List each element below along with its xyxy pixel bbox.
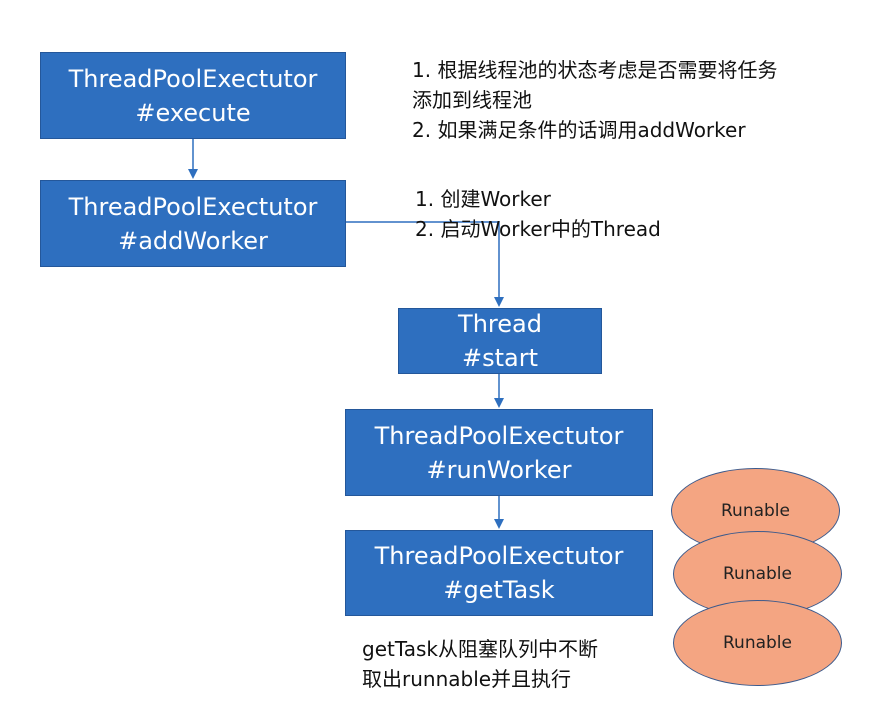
execute-box: ThreadPoolExectutor #execute: [40, 52, 346, 139]
gettask-note-line-1: getTask从阻塞队列中不断: [362, 637, 599, 661]
arrow-addworker-to-thread-start: [346, 221, 504, 307]
addworker-box-title: ThreadPoolExectutor: [68, 192, 318, 221]
execute-note-line-1: 1. 根据线程池的状态考虑是否需要将任务: [412, 58, 778, 82]
runnable-queue-item-label: Runable: [723, 564, 792, 584]
thread-start-box-title: Thread: [458, 310, 542, 338]
execute-box-title: ThreadPoolExectutor: [68, 64, 318, 93]
gettask-note-line-2: 取出runnable并且执行: [362, 667, 572, 691]
execute-note: 1. 根据线程池的状态考虑是否需要将任务 添加到线程池 2. 如果满足条件的话调…: [412, 55, 777, 145]
gettask-box-title: ThreadPoolExectutor: [374, 542, 624, 570]
addworker-box-method: #addWorker: [118, 226, 268, 255]
execute-box-method: #execute: [135, 98, 251, 127]
addworker-note: 1. 创建Worker 2. 启动Worker中的Thread: [415, 184, 661, 244]
runnable-queue-item-label: Runable: [721, 501, 790, 521]
gettask-box-method: #getTask: [443, 576, 555, 604]
execute-note-line-3: 2. 如果满足条件的话调用addWorker: [412, 118, 746, 142]
execute-note-line-2: 添加到线程池: [412, 88, 532, 112]
addworker-box: ThreadPoolExectutor #addWorker: [40, 180, 346, 267]
thread-start-box-method: #start: [461, 344, 538, 372]
addworker-note-line-1: 1. 创建Worker: [415, 187, 551, 211]
runworker-box-method: #runWorker: [426, 455, 572, 484]
runworker-box-title: ThreadPoolExectutor: [374, 421, 624, 450]
runnable-queue-item-label: Runable: [723, 633, 792, 653]
addworker-note-line-2: 2. 启动Worker中的Thread: [415, 217, 661, 241]
gettask-note: getTask从阻塞队列中不断 取出runnable并且执行: [362, 634, 598, 694]
runnable-queue-item: Runable: [673, 600, 842, 686]
gettask-box: ThreadPoolExectutor #getTask: [345, 530, 653, 616]
thread-start-box: Thread #start: [398, 308, 602, 374]
runworker-box: ThreadPoolExectutor #runWorker: [345, 409, 653, 496]
